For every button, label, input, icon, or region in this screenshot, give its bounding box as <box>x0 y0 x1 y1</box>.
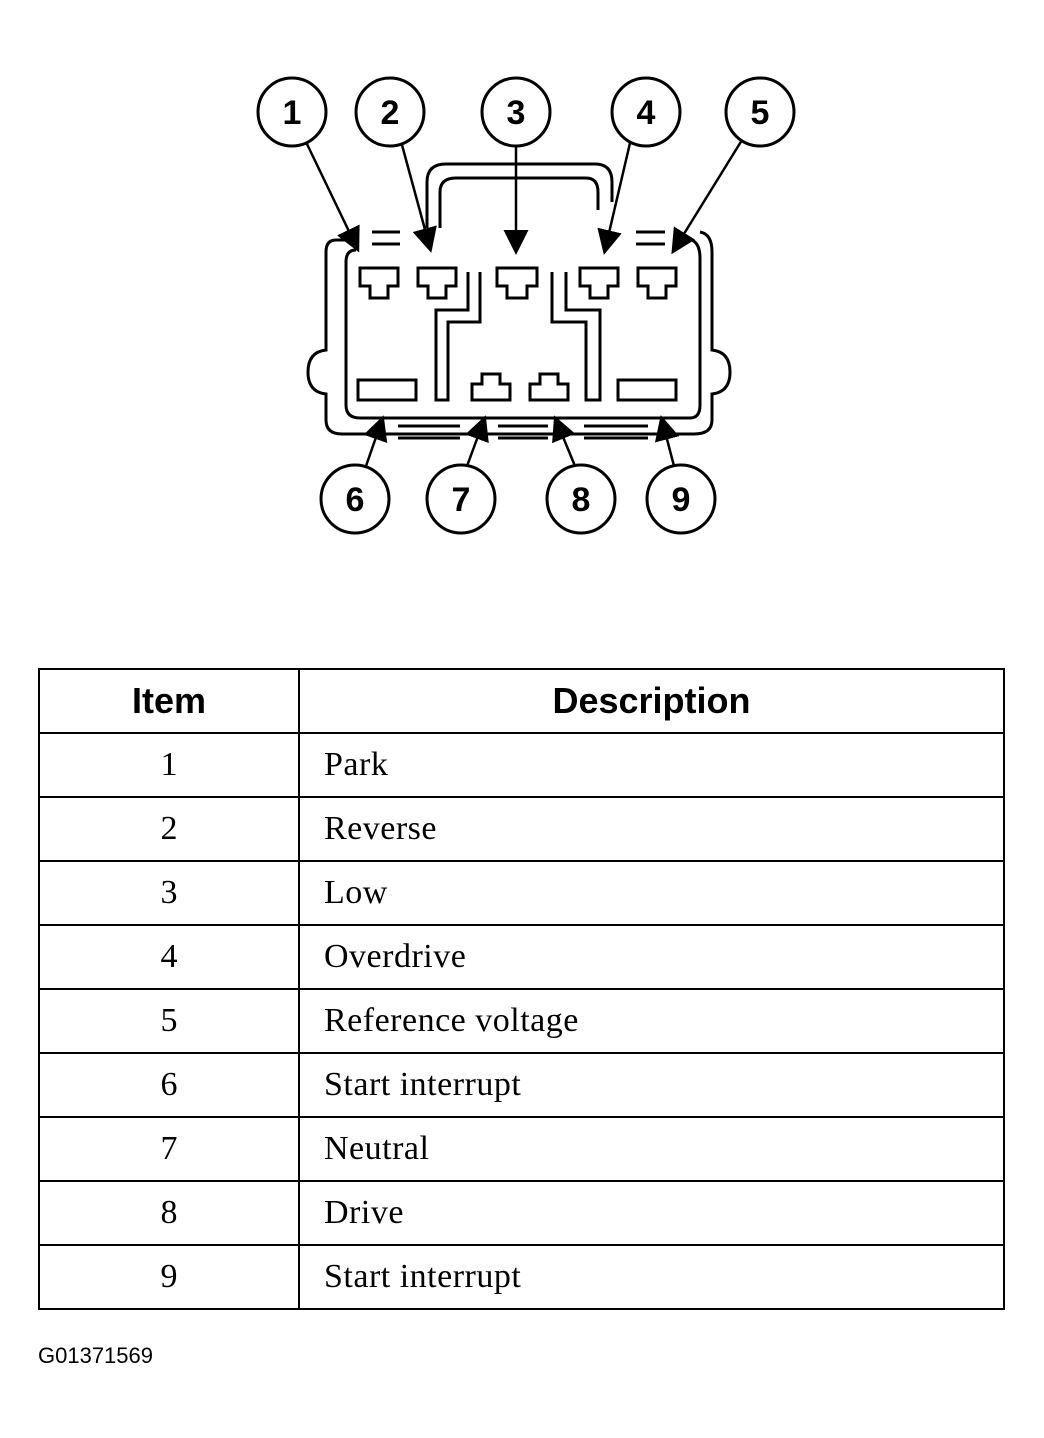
callout-circles: 1 2 3 4 5 6 7 8 <box>256 76 796 535</box>
terminal-4 <box>578 266 620 300</box>
header-item: Item <box>38 668 300 734</box>
terminal-6 <box>356 378 418 402</box>
connector-diagram: 1 2 3 4 5 6 7 8 <box>256 76 796 535</box>
item-description: Start interrupt <box>298 1052 1005 1118</box>
svg-text:9: 9 <box>672 481 691 519</box>
item-description: Start interrupt <box>298 1244 1005 1310</box>
table-row: 1 Park <box>38 732 1005 798</box>
item-number: 2 <box>38 796 300 862</box>
item-description: Reference voltage <box>298 988 1005 1054</box>
svg-text:3: 3 <box>507 94 526 132</box>
callout-9: 9 <box>645 463 717 535</box>
connector-body <box>306 162 732 440</box>
table-row: 9 Start interrupt <box>38 1244 1005 1310</box>
header-description: Description <box>298 668 1005 734</box>
item-description: Drive <box>298 1180 1005 1246</box>
item-number: 5 <box>38 988 300 1054</box>
table-row: 2 Reverse <box>38 796 1005 862</box>
callout-6: 6 <box>319 463 391 535</box>
svg-text:1: 1 <box>283 94 302 132</box>
figure-code: G01371569 <box>38 1343 153 1368</box>
terminal-2 <box>416 266 458 300</box>
svg-text:5: 5 <box>751 94 770 132</box>
svg-text:6: 6 <box>346 481 365 519</box>
callout-4: 4 <box>610 76 682 148</box>
table-row: 4 Overdrive <box>38 924 1005 990</box>
item-number: 8 <box>38 1180 300 1246</box>
callout-2: 2 <box>354 76 426 148</box>
terminal-slots <box>356 266 678 402</box>
svg-text:4: 4 <box>637 94 656 132</box>
table-row: 5 Reference voltage <box>38 988 1005 1054</box>
pin-description-table: Item Description 1 Park 2 Reverse 3 Low … <box>38 668 1005 1310</box>
callout-8: 8 <box>545 463 617 535</box>
callout-7: 7 <box>425 463 497 535</box>
terminal-8 <box>528 372 570 402</box>
item-number: 1 <box>38 732 300 798</box>
leader-arrows <box>304 139 744 467</box>
terminal-7 <box>470 372 512 402</box>
item-description: Neutral <box>298 1116 1005 1182</box>
item-description: Park <box>298 732 1005 798</box>
svg-text:8: 8 <box>572 481 591 519</box>
table-row: 7 Neutral <box>38 1116 1005 1182</box>
table-header-row: Item Description <box>38 668 1005 734</box>
item-description: Reverse <box>298 796 1005 862</box>
terminal-9 <box>616 378 678 402</box>
table-row: 8 Drive <box>38 1180 1005 1246</box>
table-row: 3 Low <box>38 860 1005 926</box>
item-description: Overdrive <box>298 924 1005 990</box>
svg-text:2: 2 <box>381 94 400 132</box>
terminal-5 <box>636 266 678 300</box>
item-number: 4 <box>38 924 300 990</box>
item-number: 6 <box>38 1052 300 1118</box>
callout-1: 1 <box>256 76 328 148</box>
svg-text:7: 7 <box>452 481 471 519</box>
callout-3: 3 <box>480 76 552 148</box>
table-row: 6 Start interrupt <box>38 1052 1005 1118</box>
terminal-1 <box>358 266 400 300</box>
item-number: 7 <box>38 1116 300 1182</box>
callout-5: 5 <box>724 76 796 148</box>
terminal-3 <box>495 266 539 300</box>
item-number: 3 <box>38 860 300 926</box>
item-number: 9 <box>38 1244 300 1310</box>
item-description: Low <box>298 860 1005 926</box>
